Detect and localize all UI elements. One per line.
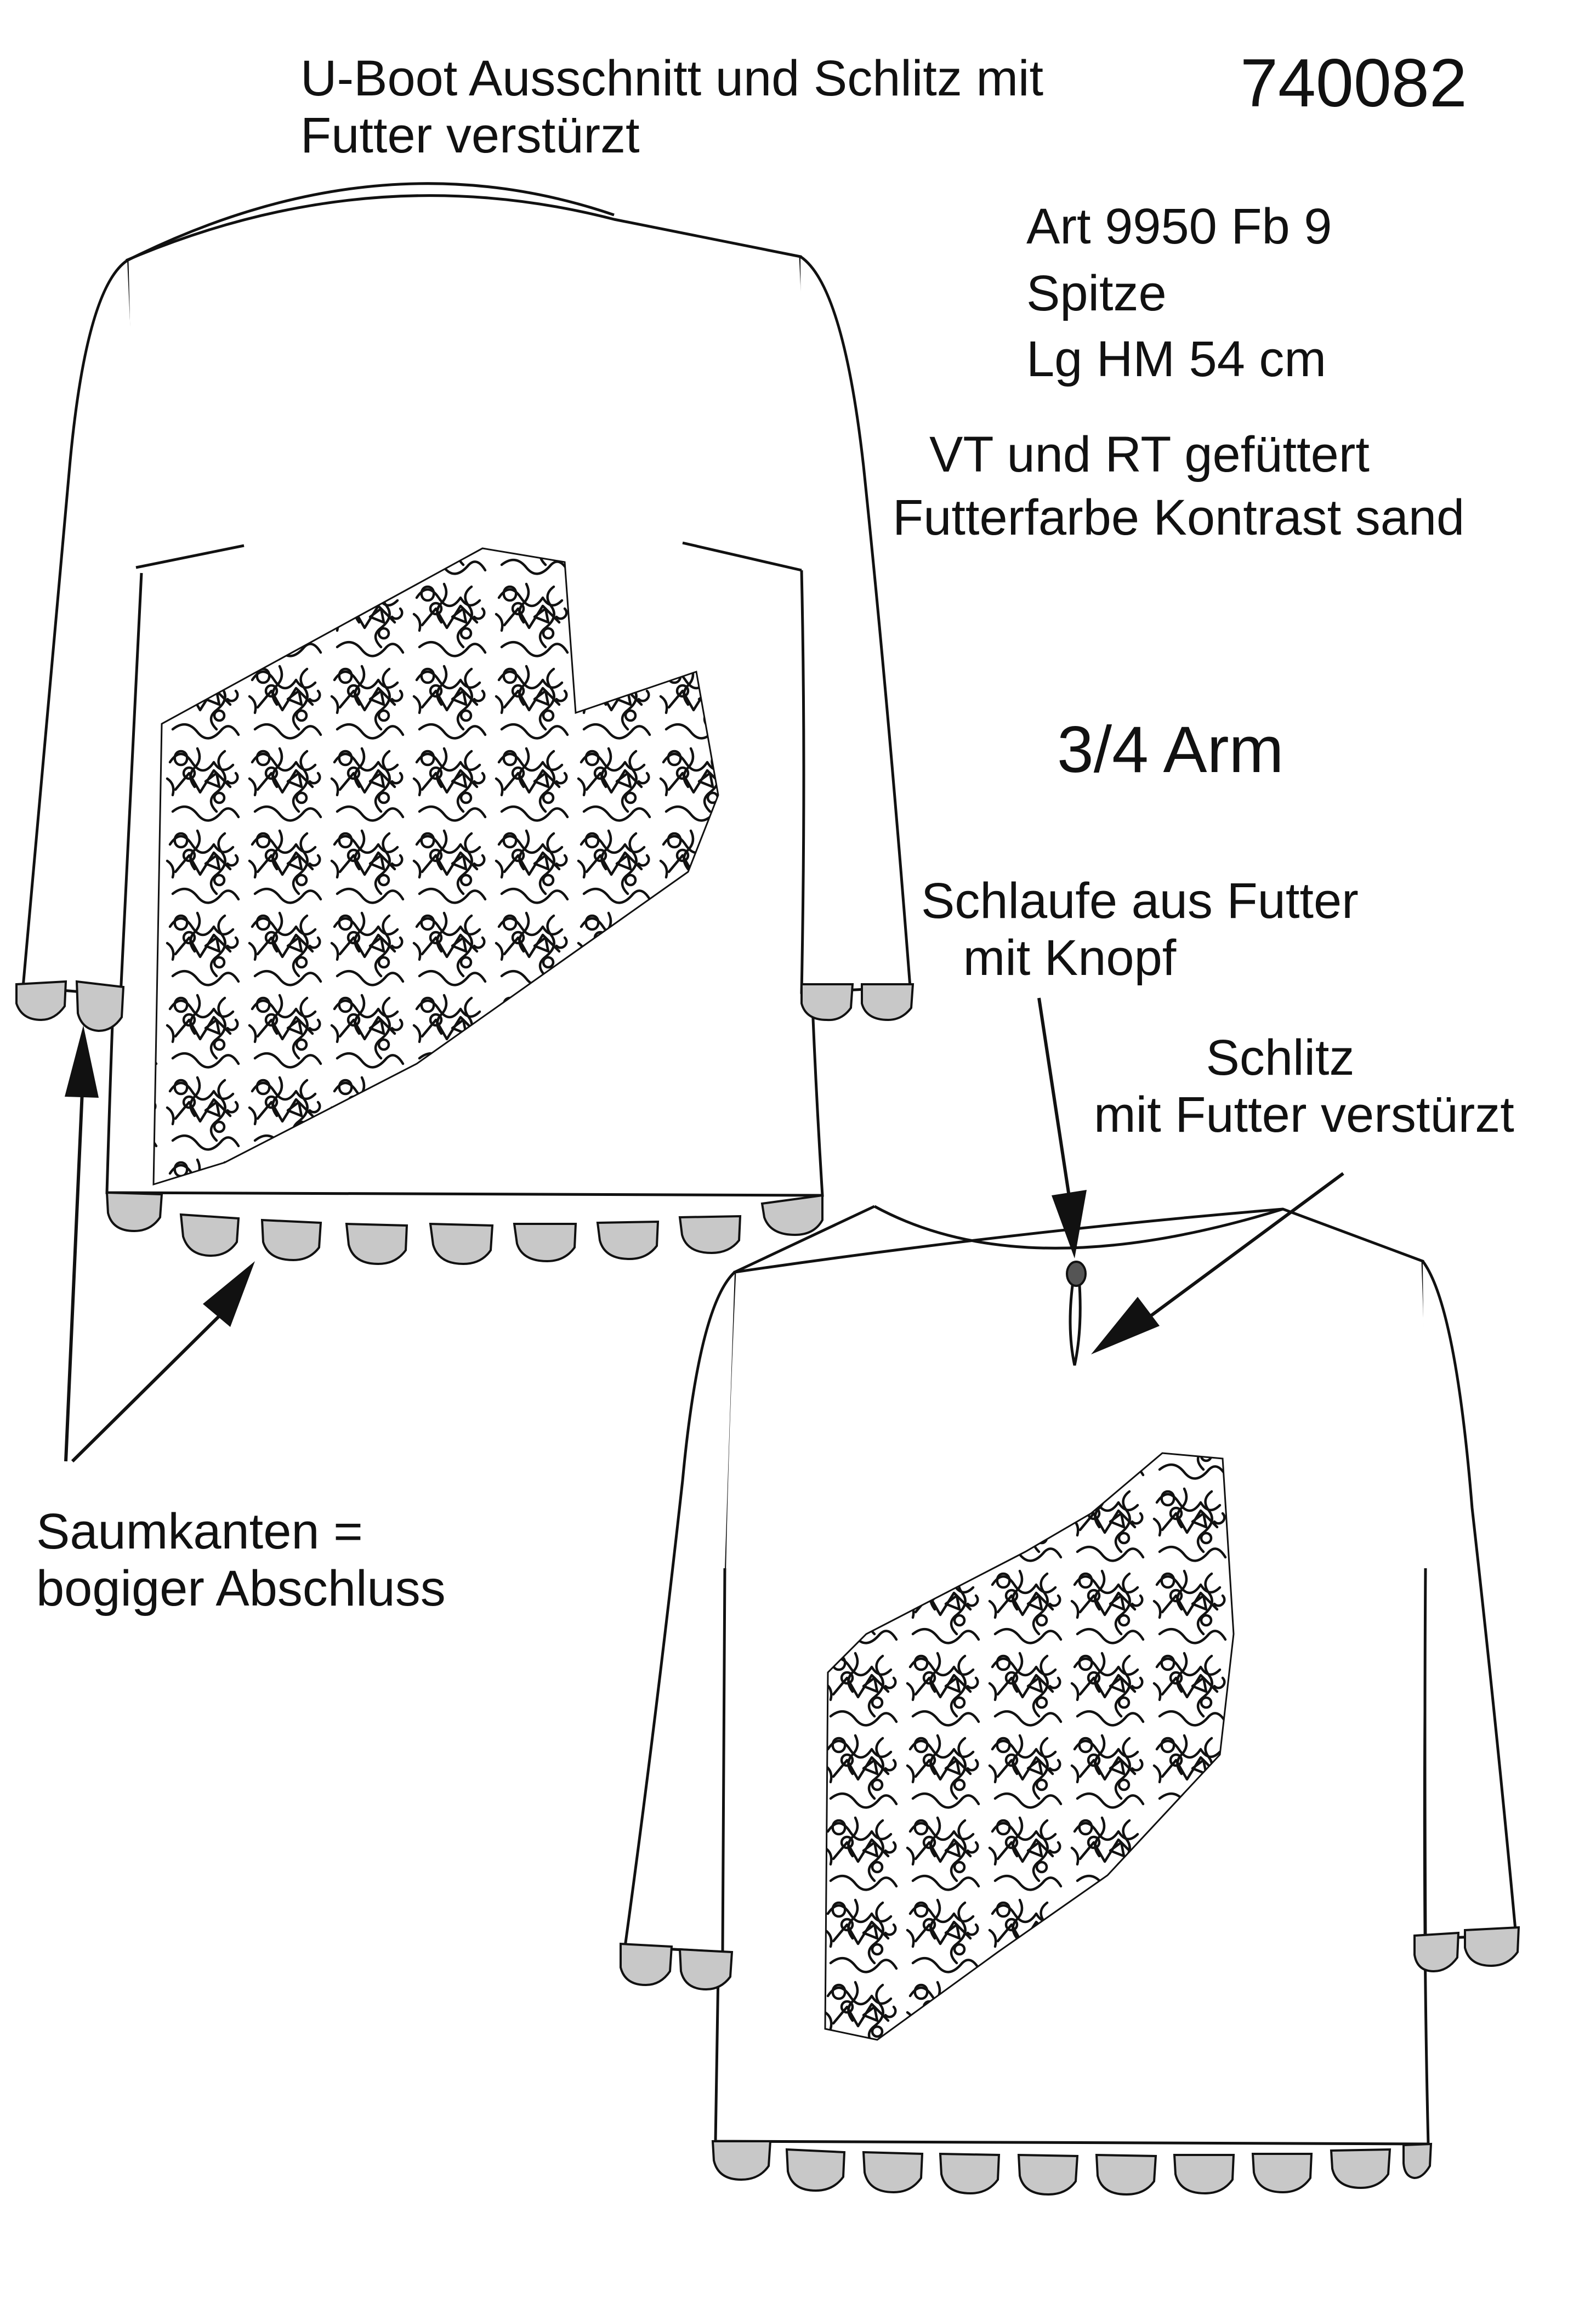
back-left-sleeve — [623, 1271, 736, 1954]
back-hem-scallops — [711, 2140, 1433, 2196]
arrow-icon — [64, 997, 1344, 1463]
lining-color: Futterfarbe Kontrast sand — [893, 490, 1465, 546]
hem-callout: Saumkanten = bogiger Abschluss — [36, 1504, 446, 1616]
fabric-article: Art 9950 Fb 9 — [1026, 198, 1332, 254]
front-right-sleeve — [799, 255, 912, 994]
front-right-sleeve-scallops — [800, 983, 915, 1022]
button-icon — [1066, 1261, 1087, 1287]
front-left-sleeve-scallops — [15, 980, 125, 1033]
front-hem-scallops — [105, 1191, 823, 1266]
front-left-sleeve — [21, 259, 143, 997]
lining-note: VT und RT gefüttert — [929, 427, 1370, 483]
back-left-sleeve-scallops — [620, 1942, 734, 1991]
back-slit — [1069, 1277, 1082, 1366]
back-right-sleeve — [1421, 1260, 1518, 1940]
back-right-sleeve-scallops — [1413, 1926, 1520, 1973]
front-view — [15, 182, 915, 1266]
slit-callout: Schlitz mit Futter verstürzt — [1094, 1030, 1514, 1143]
back-view — [620, 1205, 1520, 2196]
article-number: 740082 — [1240, 46, 1467, 121]
neckline-note: U-Boot Ausschnitt und Schlitz mit Futter… — [300, 50, 1044, 163]
loop-callout: Schlaufe aus Futter mit Knopf — [921, 873, 1359, 986]
front-lace-motif — [152, 547, 719, 1186]
front-neckline — [126, 182, 615, 262]
fabric-length: Lg HM 54 cm — [1026, 331, 1327, 387]
back-lace-motif — [824, 1452, 1235, 2041]
fabric-material: Spitze — [1026, 265, 1167, 321]
sleeve-length: 3/4 Arm — [1057, 713, 1284, 786]
back-neckline — [873, 1205, 1283, 1250]
